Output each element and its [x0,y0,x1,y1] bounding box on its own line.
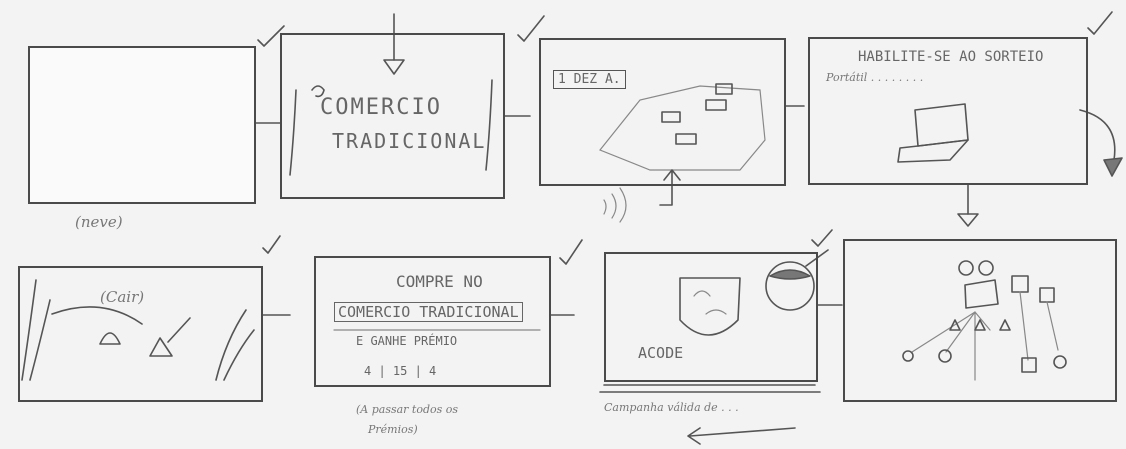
triangle-icon [974,319,986,331]
checkmark-icon [257,25,285,47]
checkmark-icon [811,229,833,247]
back-arrow-icon [687,427,796,445]
storyboard-panel-5 [843,239,1117,402]
prize-triangle-icon [149,337,173,357]
plant-icon [21,279,255,381]
triangle-icon [949,319,961,331]
shop-icon [661,111,681,123]
shop-icon [675,133,697,145]
storyboard-panel-3: 1 DEZ A. [539,38,786,186]
shield-detail [693,290,727,315]
map-shape [599,85,766,171]
bike-icon [978,260,994,276]
panel-7-caption-line-2: Prémios) [368,423,418,436]
tradicional-text: TRADICIONAL [332,129,487,153]
comercio-tradicional-text: COMERCIO TRADICIONAL [334,302,523,322]
laptop-icon [964,279,999,309]
magnifier-shade [769,269,811,280]
shop-icon [715,83,733,95]
panel-6-caption: Campanha válida de . . . [604,401,739,414]
bell-icon [99,332,121,345]
cair-label: (Cair) [100,288,145,306]
plant-icon [289,79,493,176]
sorteio-subtitle: Portátil . . . . . . . . [826,71,924,84]
sorteio-title: HABILITE-SE AO SORTEIO [858,49,1044,65]
down-arrow-icon [957,213,979,227]
hand-icon [311,85,325,98]
date-banner: 1 DEZ A. [553,70,626,89]
laptop-base-icon [897,139,969,163]
storyboard-panel-6: ACODE [604,252,818,382]
acode-label: ACODE [638,344,684,362]
prize-icon [902,350,914,362]
ganhe-premio-text: E GANHE PRÉMIO [356,334,458,348]
countdown-footer: 4 | 15 | 4 [364,364,437,378]
turn-arrow-icon [1103,157,1123,177]
fall-arrow-line [51,306,143,325]
fall-arrow-line [167,317,191,343]
triangle-icon [999,319,1011,331]
storyboard-panel-7: COMPRE NO COMERCIO TRADICIONAL E GANHE P… [314,256,551,387]
checkmark-icon [262,235,281,254]
shield-icon [679,277,741,336]
network-lines [911,291,1059,381]
storyboard-panel-1 [28,46,256,204]
checkmark-icon [1087,11,1113,35]
storyboard-panel-4: HABILITE-SE AO SORTEIO Portátil . . . . … [808,37,1088,185]
checkmark-icon [517,15,545,42]
bike-icon [938,349,952,363]
checkmark-icon [559,239,583,265]
gift-icon [1021,357,1037,373]
panel-1-caption: (neve) [75,213,123,231]
up-arrow-icon [659,169,681,206]
shop-icon [705,99,727,111]
comercio-text: COMERCIO [320,95,442,120]
magnifier-icon [765,261,815,311]
panel-7-caption-line-1: (A passar todos os [356,403,459,416]
prize-icon [1053,355,1067,369]
storyboard-panel-2: COMERCIO TRADICIONAL [280,33,505,199]
sound-waves-icon [603,187,627,223]
compre-no-text: COMPRE NO [396,272,483,291]
panel-depth-lines [599,384,821,393]
bike-icon [958,260,974,276]
entry-arrow-icon [383,59,405,75]
storyboard-panel-8: (Cair) [18,266,263,402]
